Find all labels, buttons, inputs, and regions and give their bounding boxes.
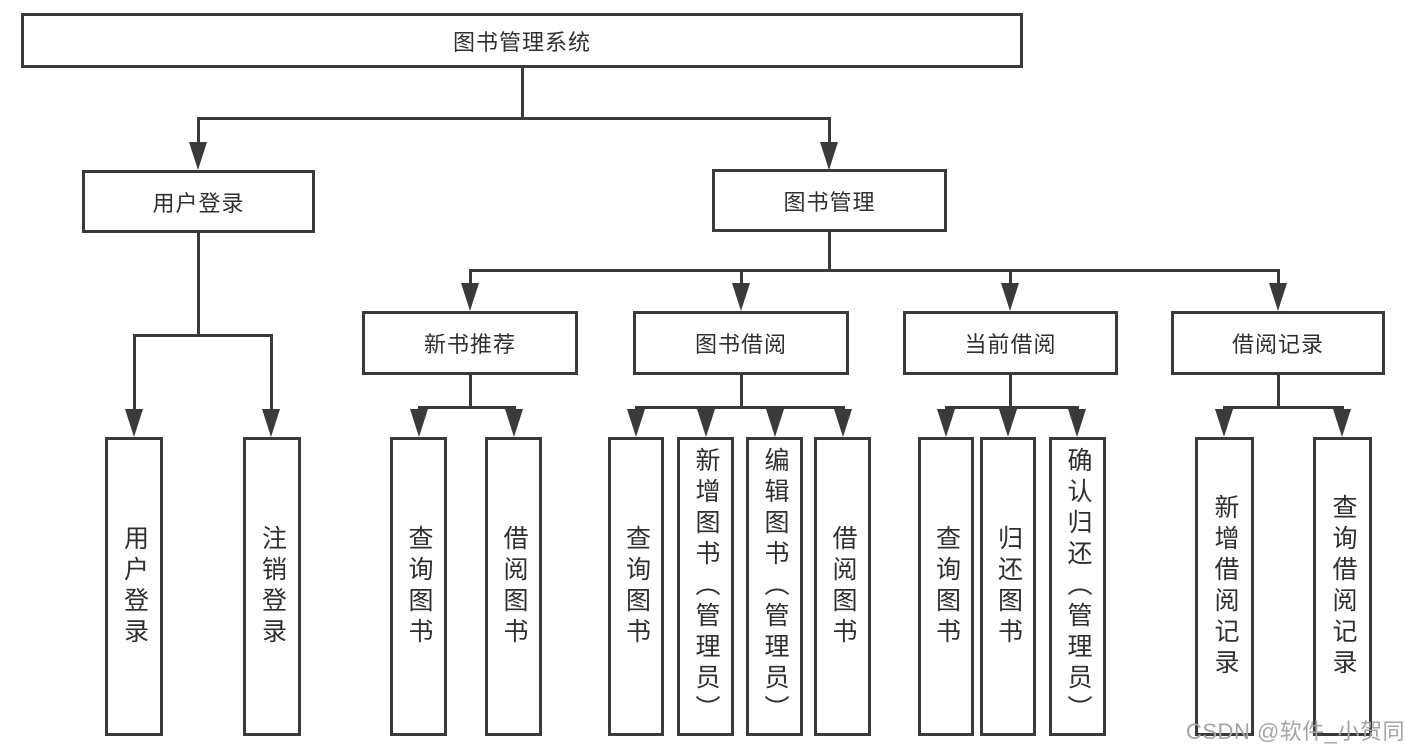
node-label-leaf-user-login: 用户登录 (120, 524, 149, 649)
node-label-book-borrowing: 图书借阅 (694, 332, 787, 357)
connector-user-login-branch-arrowhead-0 (125, 409, 143, 437)
node-label-current-borrowing: 当前借阅 (964, 332, 1057, 357)
connector-book-management-branch-arrowhead-1 (732, 283, 750, 311)
node-label-leaf-add-borrow-record: 新增借阅记录 (1211, 493, 1239, 680)
node-user-login-branch: 用户登录 (82, 170, 315, 233)
connector-root-drop-1 (827, 118, 831, 164)
node-leaf-logout: 注销登录 (243, 437, 301, 736)
connector-book-borrowing-arrowhead-2 (766, 409, 784, 437)
connector-book-borrowing-stem (739, 375, 743, 407)
node-label-new-book-recommend: 新书推荐 (423, 332, 516, 357)
node-label-leaf-borrow-books-1: 借阅图书 (500, 524, 528, 649)
node-leaf-confirm-return-admin: 确认归还（管理员） (1049, 437, 1106, 736)
node-root: 图书管理系统 (21, 13, 1023, 68)
connector-user-login-branch-arrowhead-1 (262, 409, 280, 437)
connector-current-borrowing-arrowhead-1 (999, 409, 1017, 437)
node-label-borrowing-records: 借阅记录 (1231, 332, 1324, 357)
connector-user-login-branch-stem (196, 233, 200, 335)
connector-book-borrowing-arrowhead-0 (627, 409, 645, 437)
node-leaf-user-login: 用户登录 (105, 437, 163, 736)
connector-root-arrowhead-0 (189, 142, 207, 170)
connector-user-login-branch-bar (132, 333, 273, 337)
connector-user-login-branch-drop-0 (132, 335, 136, 431)
node-label-leaf-query-books-2: 查询图书 (622, 524, 651, 649)
connector-root-arrowhead-1 (820, 142, 838, 170)
node-leaf-add-books-admin: 新增图书（管理员） (677, 437, 734, 736)
node-leaf-query-books-1: 查询图书 (390, 437, 447, 736)
connector-borrowing-records-bar (1222, 405, 1344, 409)
connector-book-management-branch-arrowhead-0 (461, 283, 479, 311)
connector-current-borrowing-bar (944, 405, 1079, 409)
connector-borrowing-records-arrowhead-0 (1215, 409, 1233, 437)
connector-current-borrowing-arrowhead-0 (937, 409, 955, 437)
node-label-leaf-edit-books-admin: 编辑图书（管理员） (761, 447, 789, 726)
node-label-leaf-query-books-1: 查询图书 (405, 524, 433, 649)
connector-book-borrowing-arrowhead-1 (697, 409, 715, 437)
connector-new-book-recommend-stem (468, 375, 472, 407)
connector-new-book-recommend-bar (417, 405, 516, 409)
node-label-leaf-return-books: 归还图书 (994, 524, 1023, 649)
node-leaf-query-borrow-record: 查询借阅记录 (1313, 437, 1372, 736)
connector-root-bar (196, 116, 831, 120)
node-label-leaf-borrow-books-2: 借阅图书 (829, 524, 857, 649)
connector-root-stem (520, 68, 524, 118)
node-label-leaf-logout: 注销登录 (258, 524, 287, 649)
node-leaf-borrow-books-1: 借阅图书 (485, 437, 542, 736)
node-leaf-return-books: 归还图书 (980, 437, 1036, 736)
node-leaf-borrow-books-2: 借阅图书 (814, 437, 871, 736)
node-label-book-management-branch: 图书管理 (783, 189, 876, 215)
node-book-borrowing: 图书借阅 (633, 311, 849, 375)
connector-current-borrowing-stem (1008, 375, 1012, 407)
connector-new-book-recommend-arrowhead-0 (410, 409, 428, 437)
node-label-root: 图书管理系统 (452, 29, 591, 55)
connector-current-borrowing-arrowhead-2 (1068, 409, 1086, 437)
connector-user-login-branch-drop-1 (269, 335, 273, 431)
node-label-leaf-query-borrow-record: 查询借阅记录 (1329, 493, 1357, 680)
connector-book-management-branch-arrowhead-3 (1269, 283, 1287, 311)
node-new-book-recommend: 新书推荐 (362, 311, 578, 375)
connector-book-borrowing-bar (634, 405, 845, 409)
node-book-management-branch: 图书管理 (712, 169, 947, 232)
node-current-borrowing: 当前借阅 (903, 311, 1118, 375)
connector-borrowing-records-arrowhead-1 (1333, 409, 1351, 437)
connector-book-management-branch-arrowhead-2 (1001, 283, 1019, 311)
connector-book-management-branch-stem (827, 232, 831, 270)
node-label-leaf-add-books-admin: 新增图书（管理员） (692, 447, 720, 726)
node-borrowing-records: 借阅记录 (1171, 311, 1385, 375)
connector-book-management-branch-bar (468, 268, 1280, 272)
watermark: CSDN @软件_小贺同学 (1186, 719, 1405, 744)
node-leaf-query-books-3: 查询图书 (918, 437, 974, 736)
node-label-user-login-branch: 用户登录 (152, 190, 245, 216)
node-label-leaf-query-books-3: 查询图书 (932, 524, 961, 649)
node-leaf-query-books-2: 查询图书 (608, 437, 664, 736)
connector-new-book-recommend-arrowhead-1 (505, 409, 523, 437)
connector-root-drop-0 (196, 118, 200, 164)
node-leaf-edit-books-admin: 编辑图书（管理员） (746, 437, 803, 736)
connector-borrowing-records-stem (1276, 375, 1280, 407)
node-leaf-add-borrow-record: 新增借阅记录 (1195, 437, 1254, 736)
connector-book-borrowing-arrowhead-3 (834, 409, 852, 437)
node-label-leaf-confirm-return-admin: 确认归还（管理员） (1064, 447, 1092, 726)
